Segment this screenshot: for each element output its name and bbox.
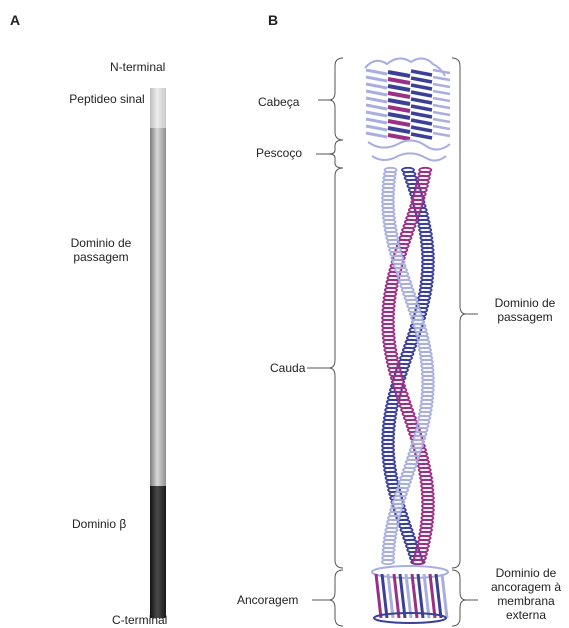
head-strand	[411, 127, 432, 131]
barrel-strand	[406, 574, 411, 618]
brace-ancoragem	[329, 570, 343, 626]
head-strand	[366, 84, 387, 88]
barrel-strand	[400, 574, 405, 618]
head-strand	[388, 93, 410, 97]
barrel-strand	[436, 574, 441, 618]
head-strand	[411, 85, 432, 89]
head-beta-helix	[365, 58, 450, 139]
barrel-strand	[442, 574, 447, 618]
brace-dominio-ancoragem	[452, 570, 466, 626]
tail-coiled-coil	[382, 168, 434, 564]
head-strand	[411, 106, 432, 110]
head-strand	[366, 133, 387, 137]
barrel-strand	[388, 574, 393, 618]
barrel-strand	[412, 574, 417, 618]
anchor-beta-barrel	[372, 566, 448, 623]
head-strand	[411, 78, 432, 82]
head-strand	[433, 91, 450, 94]
head-strand	[366, 91, 387, 95]
neck-region	[368, 140, 450, 160]
head-strand	[433, 105, 450, 108]
head-strand	[433, 77, 450, 80]
brace-cauda	[329, 168, 343, 568]
barrel-strand	[382, 574, 387, 618]
head-strand	[388, 79, 410, 83]
barrel-strand	[418, 574, 423, 618]
head-strand	[388, 135, 410, 139]
head-strand	[433, 112, 450, 115]
barrel-strand	[430, 574, 435, 618]
helix-turn	[382, 560, 394, 564]
head-strand	[433, 98, 450, 101]
barrel-strand	[376, 574, 381, 618]
neck-loop	[372, 153, 446, 160]
head-strand	[433, 119, 450, 122]
head-strand	[388, 128, 410, 132]
brace-pescoco	[329, 140, 343, 168]
head-strand	[411, 71, 432, 75]
head-strand	[388, 114, 410, 118]
head-strand	[433, 70, 450, 73]
head-strand	[411, 120, 432, 124]
head-strand	[366, 105, 387, 109]
brace-dominio-passagem	[452, 58, 466, 568]
head-strand	[366, 126, 387, 130]
barrel-strand	[394, 574, 399, 618]
head-strand	[411, 113, 432, 117]
head-strand	[433, 84, 450, 87]
head-strand	[411, 99, 432, 103]
barrel-strand	[424, 574, 429, 618]
head-strand	[366, 98, 387, 102]
neck-loop	[368, 140, 450, 149]
head-strand	[366, 119, 387, 123]
head-strand	[388, 72, 410, 76]
head-strand	[433, 133, 450, 136]
head-strand	[411, 134, 432, 138]
head-strand	[433, 126, 450, 129]
head-strand	[388, 86, 410, 90]
head-strand	[388, 107, 410, 111]
head-strand	[366, 77, 387, 81]
head-strand	[366, 70, 387, 74]
head-strand	[366, 112, 387, 116]
brace-cabeca	[329, 58, 343, 140]
head-strand	[411, 92, 432, 96]
head-strand	[388, 100, 410, 104]
head-strand	[388, 121, 410, 125]
